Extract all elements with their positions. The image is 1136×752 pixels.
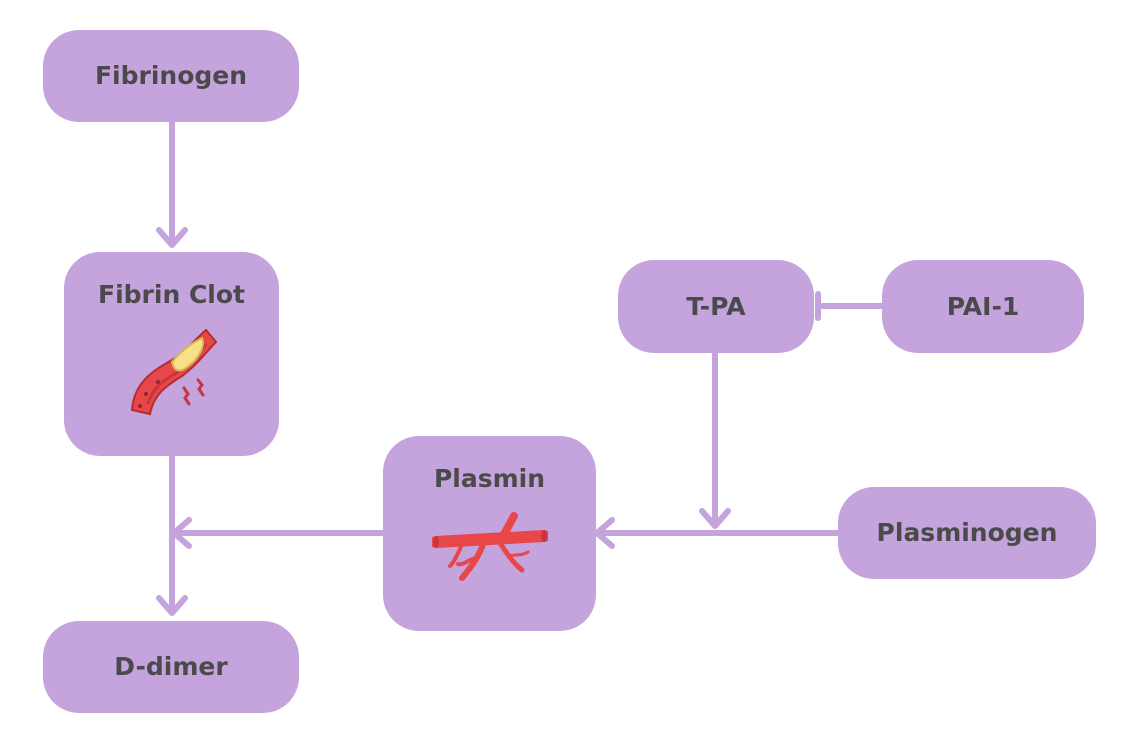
node-d-dimer-label: D-dimer bbox=[114, 652, 228, 681]
node-t-pa-label: T-PA bbox=[686, 291, 746, 321]
node-pai-1-label: PAI-1 bbox=[946, 291, 1020, 321]
node-fibrinogen-label: Fibrinogen bbox=[94, 61, 248, 90]
node-fibrin-clot-label: Fibrin Clot bbox=[98, 280, 245, 309]
node-pai-1: PAI-1 bbox=[882, 260, 1084, 353]
node-plasminogen-label: Plasminogen bbox=[876, 518, 1058, 547]
node-t-pa: T-PA bbox=[618, 260, 814, 353]
node-d-dimer: D-dimer bbox=[43, 621, 299, 713]
arrowhead-clot-line bbox=[171, 517, 192, 549]
node-plasminogen: Plasminogen bbox=[838, 487, 1096, 579]
arrowhead-d-dimer bbox=[156, 595, 188, 616]
node-fibrinogen: Fibrinogen bbox=[43, 30, 299, 122]
arrowhead-fibrin-clot bbox=[156, 227, 188, 248]
blood-vessel-clot-icon bbox=[124, 322, 220, 424]
node-fibrin-clot: Fibrin Clot bbox=[64, 252, 279, 456]
arrowhead-plasmin bbox=[594, 517, 615, 549]
node-plasmin: Plasmin bbox=[383, 436, 596, 631]
arrowhead-tpa-line bbox=[699, 508, 731, 529]
node-plasmin-label: Plasmin bbox=[433, 464, 546, 493]
blood-vessel-branch-icon bbox=[429, 506, 550, 592]
